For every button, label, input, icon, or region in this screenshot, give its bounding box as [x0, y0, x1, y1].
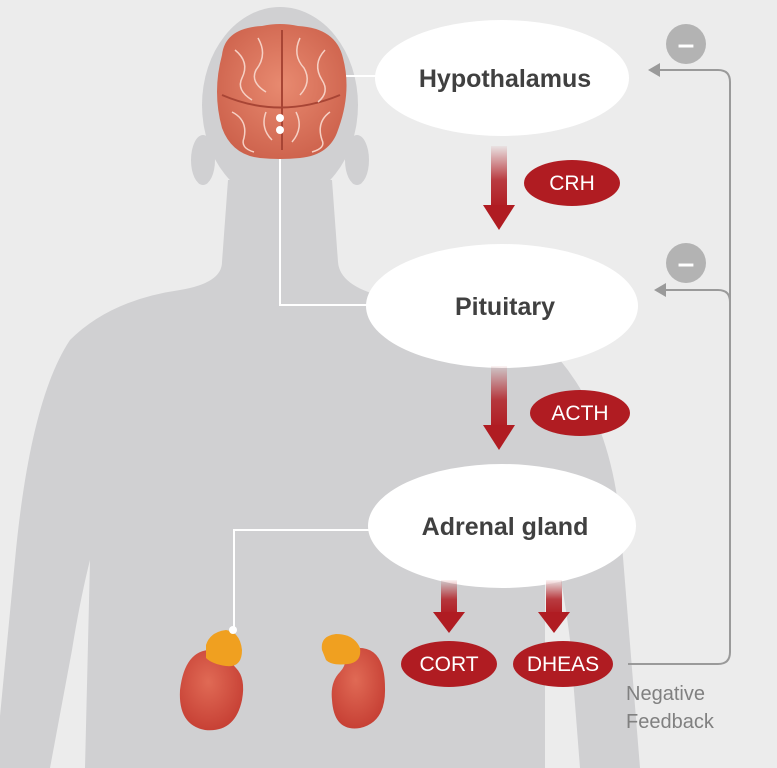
crh-label: CRH	[549, 172, 595, 195]
minus-symbol-top: –	[678, 28, 695, 61]
minus-icon: –	[666, 243, 706, 283]
adrenal-gland-icon	[206, 626, 242, 667]
acth-badge: ACTH	[530, 390, 630, 436]
arrow-down-icon	[483, 146, 515, 230]
minus-symbol-middle: –	[678, 247, 695, 280]
hypothalamus-node: Hypothalamus	[375, 20, 629, 136]
adrenal-gland-label: Adrenal gland	[422, 513, 589, 541]
pituitary-label: Pituitary	[455, 293, 555, 321]
minus-icon: –	[666, 24, 706, 64]
feedback-arrowheads	[648, 63, 666, 297]
brain-icon	[217, 24, 347, 159]
feedback-lines	[628, 69, 731, 665]
cort-label: CORT	[419, 653, 478, 676]
crh-badge: CRH	[524, 160, 620, 206]
adrenal-gland-icon	[321, 634, 361, 665]
kidney-icon	[179, 649, 244, 731]
adrenal-gland-node: Adrenal gland	[368, 464, 636, 588]
dheas-label: DHEAS	[527, 653, 599, 676]
kidney-icon	[331, 647, 386, 729]
negative-feedback-label-line2: Feedback	[626, 711, 715, 733]
acth-label: ACTH	[551, 402, 608, 425]
hypothalamus-label: Hypothalamus	[419, 65, 591, 93]
pituitary-node: Pituitary	[366, 244, 638, 368]
cort-badge: CORT	[401, 641, 497, 687]
arrow-down-icon	[483, 366, 515, 450]
dheas-badge: DHEAS	[513, 641, 613, 687]
arrow-down-icon	[538, 580, 570, 633]
arrow-down-icon	[433, 580, 465, 633]
negative-feedback-label-line1: Negative	[626, 683, 705, 705]
